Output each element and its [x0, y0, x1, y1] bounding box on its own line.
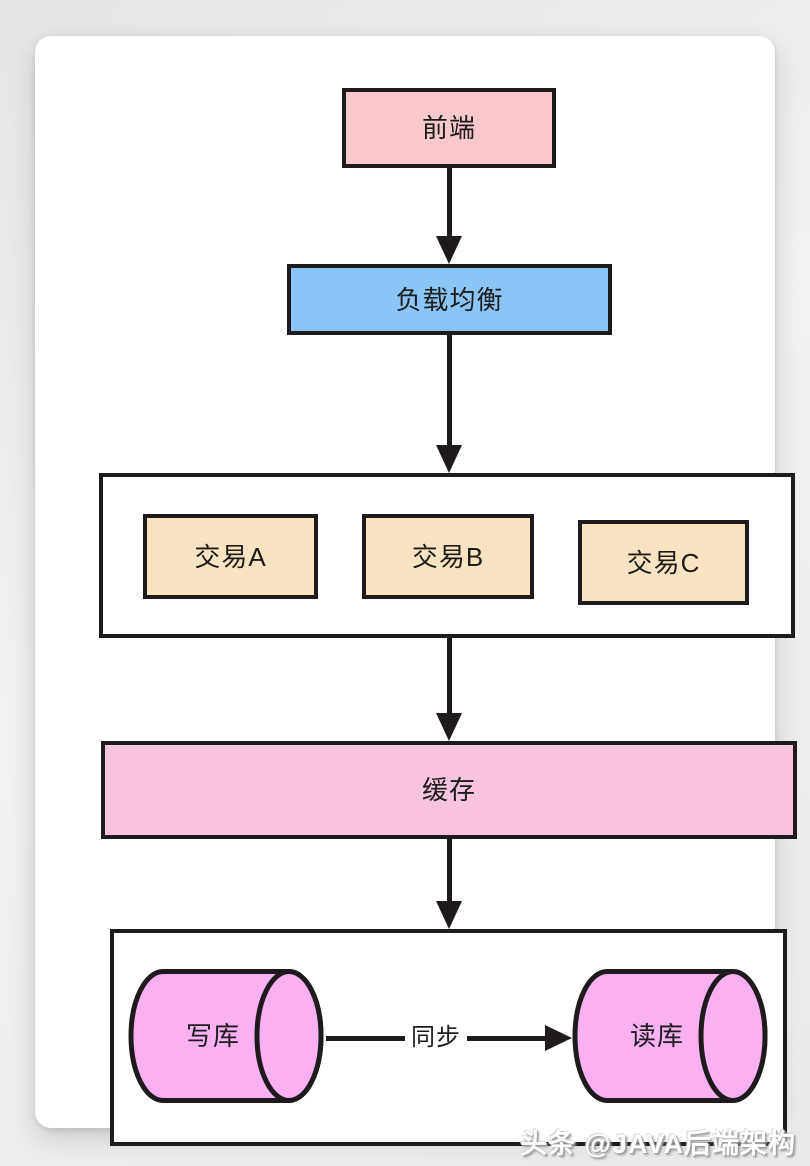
node-cache-label: 缓存 — [421, 775, 476, 805]
node-write-db-label: 写库 — [185, 1021, 240, 1051]
node-transaction-c: 交易C — [578, 520, 749, 605]
node-read-db: 读库 — [571, 968, 769, 1104]
node-read-db-label: 读库 — [629, 1021, 684, 1051]
arrow-shaft — [446, 333, 452, 446]
node-transaction-c-label: 交易C — [626, 547, 701, 578]
arrowhead-right-icon — [545, 1025, 572, 1051]
arrowhead-down-icon — [436, 445, 462, 473]
node-frontend: 前端 — [342, 88, 556, 168]
database-cluster: 写库 读库 同步 — [110, 929, 787, 1146]
node-write-db: 写库 — [127, 968, 325, 1104]
node-cache: 缓存 — [101, 741, 797, 839]
arrow-frontend-to-load-balancer — [436, 166, 462, 264]
arrow-sync-write-to-read: 同步 — [326, 1023, 572, 1053]
node-transaction-a-label: 交易A — [194, 541, 267, 572]
node-transaction-a: 交易A — [143, 514, 318, 599]
arrow-shaft — [446, 636, 452, 714]
arrow-shaft — [326, 1035, 405, 1041]
cylinder-icon — [128, 969, 324, 1103]
sync-edge-label: 同步 — [411, 1024, 461, 1051]
arrowhead-down-icon — [436, 901, 462, 929]
node-load-balancer: 负载均衡 — [287, 264, 612, 335]
node-transaction-b: 交易B — [362, 514, 534, 599]
node-frontend-label: 前端 — [421, 113, 476, 143]
watermark-text: 头条 @JAVA后端架构 — [520, 1129, 796, 1159]
cylinder-icon — [572, 969, 768, 1103]
node-transaction-b-label: 交易B — [411, 541, 485, 572]
diagram-card: 前端 负载均衡 交易A 交易B 交易C 缓存 — [35, 36, 797, 1146]
arrow-shaft — [446, 837, 452, 902]
arrowhead-down-icon — [436, 236, 462, 264]
transactions-cluster: 交易A 交易B 交易C — [99, 473, 795, 638]
arrowhead-down-icon — [436, 713, 462, 741]
arrow-load-balancer-to-transactions — [436, 333, 462, 473]
node-load-balancer-label: 负载均衡 — [395, 284, 504, 315]
arrow-cache-to-database — [436, 837, 462, 929]
arrow-shaft — [446, 166, 452, 237]
arrow-shaft — [467, 1035, 546, 1041]
arrow-transactions-to-cache — [436, 636, 462, 741]
